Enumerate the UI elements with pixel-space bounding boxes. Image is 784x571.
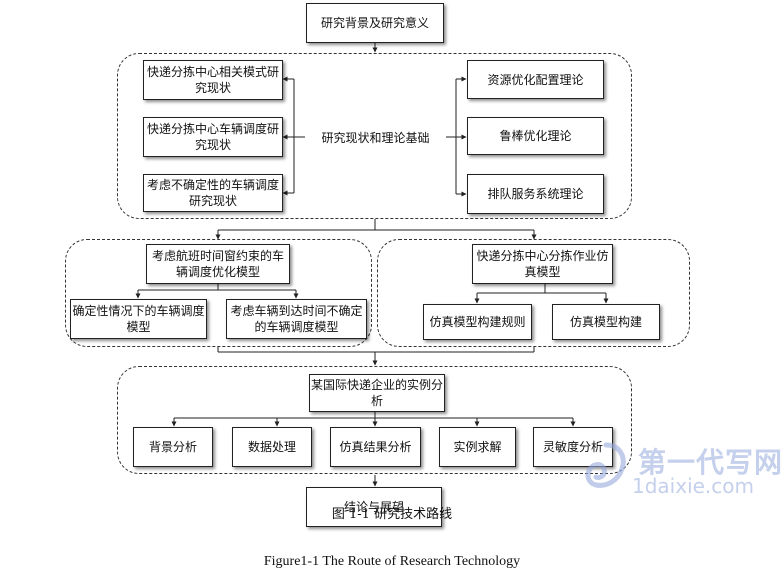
scheduling-child-1: 确定性情况下的车辆调度模型 [70,299,207,339]
status-box-3: 考虑不确定性的车辆调度研究现状 [143,174,283,212]
case-child-2: 数据处理 [232,427,312,467]
case-child-5: 灵敏度分析 [533,427,613,467]
scheduling-child-2: 考虑车辆到达时间不确定的车辆调度模型 [226,299,367,339]
watermark-logo-icon [585,442,626,488]
theory-box-1: 资源优化配置理论 [467,60,604,99]
research-status-group [117,53,632,219]
top-title-box: 研究背景及研究意义 [306,3,444,43]
simulation-child-1: 仿真模型构建规则 [423,304,532,340]
conclusion-box: 结论与展望 [306,487,442,527]
case-child-3: 仿真结果分析 [330,427,421,467]
top-title-text: 研究背景及研究意义 [320,16,429,30]
status-box-2: 快递分拣中心车辆调度研究现状 [143,117,283,157]
theory-box-2: 鲁棒优化理论 [467,117,604,155]
watermark-url: 1daixie.com [632,474,755,498]
figure-caption-en: Figure1-1 The Route of Research Technolo… [263,554,521,569]
simulation-model-group [377,239,690,347]
center-theory-label: 研究现状和理论基础 [321,130,430,145]
status-box-1: 快递分拣中心相关模式研究现状 [143,60,283,100]
scheduling-model-group [65,239,372,347]
scheduling-head-box: 考虑航班时间窗约束的车辆调度优化模型 [146,244,290,284]
figure-caption-cn: 图 1-1 研究技术路线 [331,507,453,522]
simulation-head-box: 快递分拣中心分拣作业仿真模型 [472,244,613,284]
case-child-1: 背景分析 [133,427,213,467]
case-child-4: 实例求解 [439,427,516,467]
simulation-child-2: 仿真模型构建 [552,304,660,340]
case-analysis-group [117,366,632,474]
watermark-title: 第一代写网 [638,446,784,479]
case-head-box: 某国际快递企业的实例分析 [309,374,445,412]
theory-box-3: 排队服务系统理论 [467,174,604,214]
